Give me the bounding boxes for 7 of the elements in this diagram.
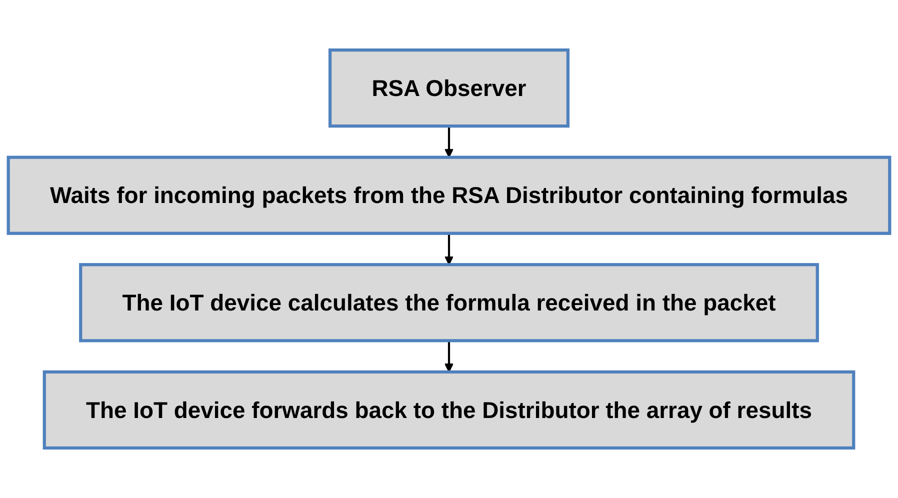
arrow xyxy=(444,340,454,372)
node-box: RSA Observer xyxy=(328,48,570,128)
node-box: Waits for incoming packets from the RSA Distributor containing formulas xyxy=(6,156,892,235)
arrow xyxy=(444,126,454,158)
arrow xyxy=(444,233,454,266)
node-box: The IoT device forwards back to the Distributor the array of results xyxy=(42,370,856,450)
node-box: The IoT device calculates the formula received in the packet xyxy=(79,263,819,342)
